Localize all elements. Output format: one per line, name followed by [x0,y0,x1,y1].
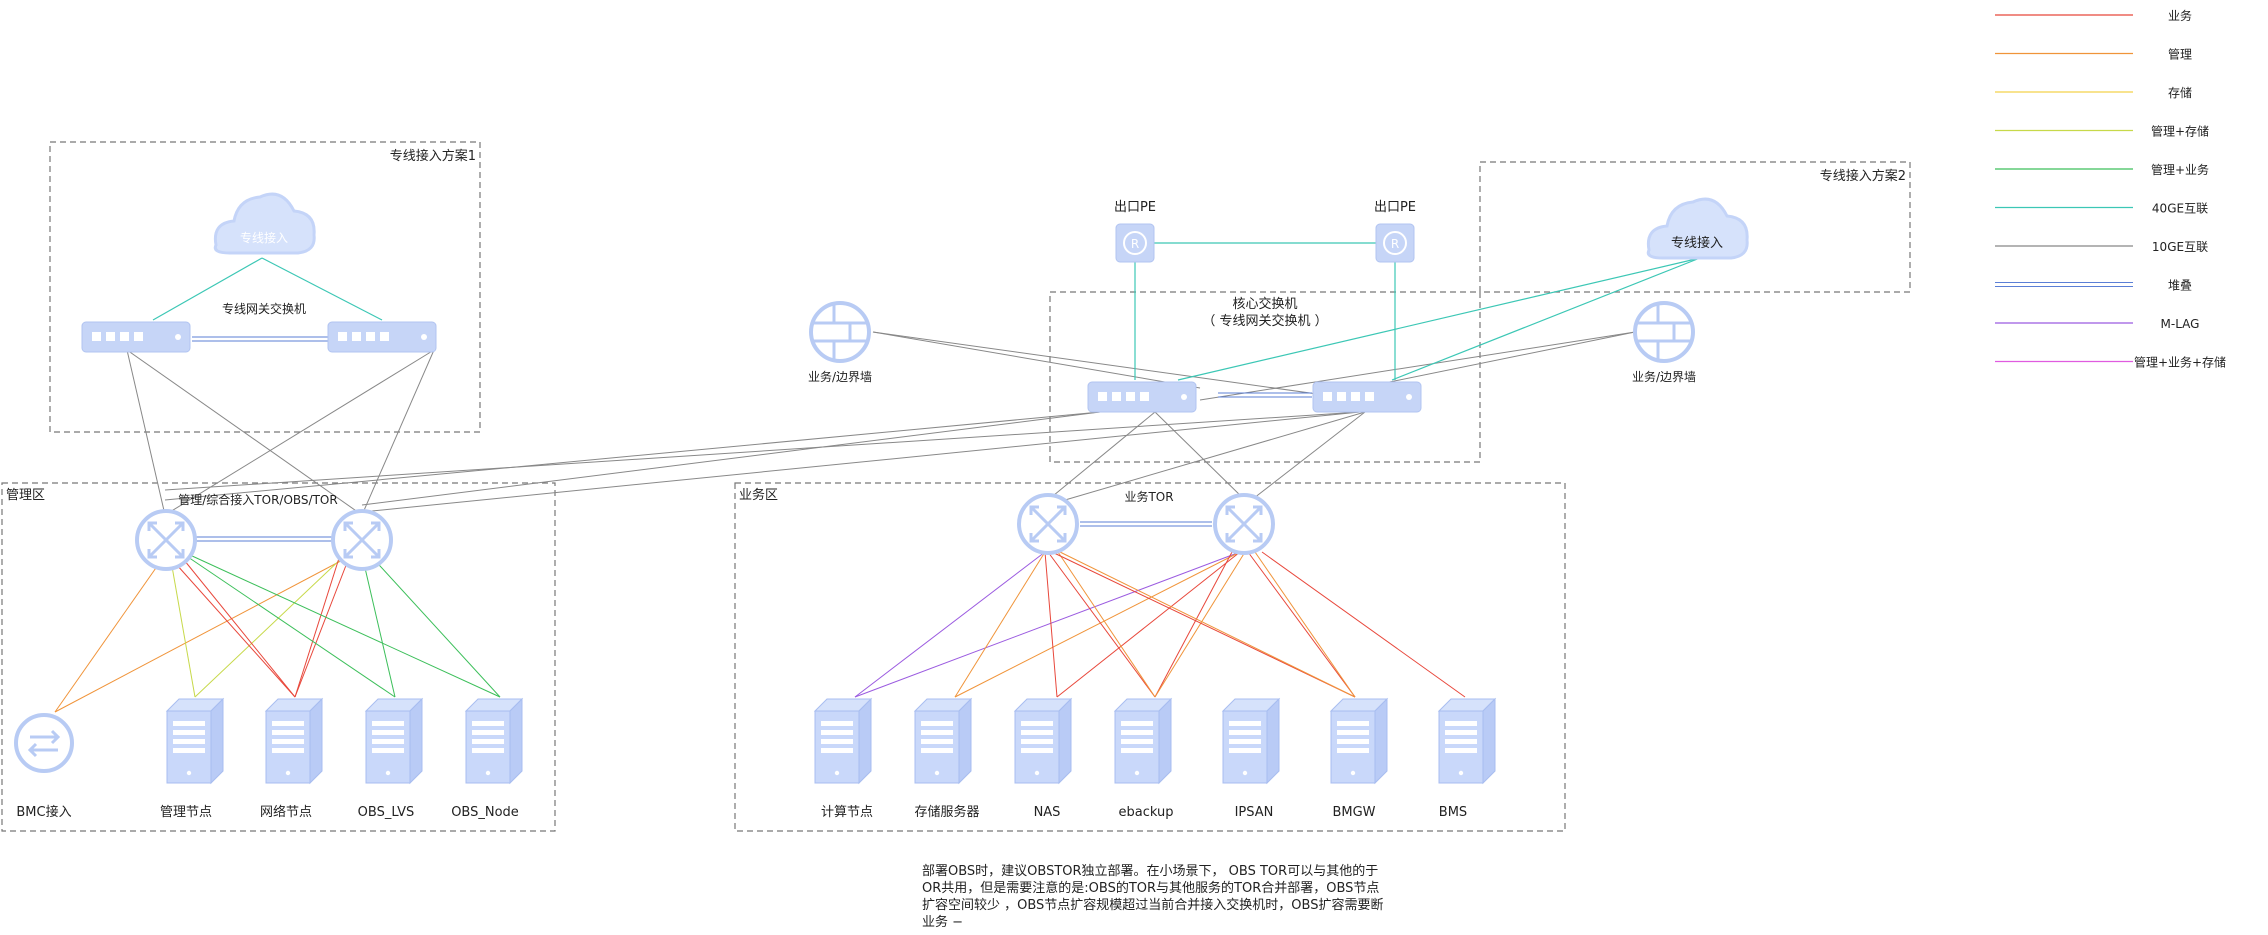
biz-server-label: 计算节点 [821,805,873,820]
bmc-icon [14,713,74,773]
mgmt-servers: 管理节点 网络节点 OBS_LVS OBS_Node [160,698,523,820]
biz-tor-label: 业务TOR [1124,489,1173,504]
links-biz-zone [854,551,1466,698]
links-stack [192,336,1312,542]
server-icon [1014,698,1072,784]
server-icon [1438,698,1496,784]
core-switch-right [1312,381,1422,413]
biz-server-label: 存储服务器 [914,804,979,820]
firewall-right-label: 业务/边界墙 [1632,369,1696,384]
cloud-icon [1646,197,1749,260]
links-40ge [152,242,1701,381]
zone-private-line-2-label: 专线接入方案2 [1820,168,1906,184]
legend-label: 管理+业务+存储 [2134,355,2226,370]
cloud-label-1: 专线接入 [240,230,288,245]
core-switch-label: 核心交换机 [1232,296,1297,312]
gateway-switch-label: 专线网关交换机 [222,301,306,316]
server-icon [166,698,224,784]
biz-tor-left-icon [1017,493,1079,555]
mgmt-server-label: 管理节点 [160,805,212,820]
biz-server-label: NAS [1034,805,1061,820]
server-icon [465,698,523,784]
zone-core-switch [1049,291,1481,463]
zone-private-line-1-label: 专线接入方案1 [390,148,476,164]
server-icon [1222,698,1280,784]
firewall-right-icon [1633,301,1695,363]
firewall-left-label: 业务/边界墙 [808,369,872,384]
links-10ge [126,331,1636,516]
legend-label: 管理+业务 [2151,162,2209,177]
legend-label: 堆叠 [2168,279,2192,293]
legend-label: 存储 [2168,85,2192,100]
biz-tor-right-icon [1213,493,1275,555]
legend-label: 管理+存储 [2151,124,2209,139]
legend-label: 业务 [2168,8,2192,23]
zone-private-line-1 [49,141,481,433]
egress-pe-right-icon [1375,223,1415,263]
biz-server-label: ebackup [1119,805,1174,820]
gateway-switch-right [327,321,437,353]
legend-label: 10GE互联 [2152,240,2208,254]
biz-servers: 计算节点 存储服务器 NAS ebackup IPSAN BMGW BMS [814,698,1496,820]
egress-pe-right-label: 出口PE [1374,200,1416,215]
mgmt-tor-right-icon [331,509,393,571]
server-icon [1114,698,1172,784]
mgmt-server-label: OBS_LVS [358,805,415,820]
core-switch-sublabel: （ 专线网关交换机 ） [1202,313,1327,329]
zone-management-label: 管理区 [6,488,45,503]
cloud-label-2: 专线接入 [1671,235,1723,251]
server-icon [1330,698,1388,784]
links-mgmt-zone [54,554,501,713]
biz-server-label: BMS [1439,805,1467,820]
legend-label: M-LAG [2161,317,2200,331]
zone-business [734,482,1566,832]
firewall-left-icon [809,301,871,363]
egress-pe-left-label: 出口PE [1114,200,1156,215]
deployment-note: 部署OBS时，建议OBSTOR独立部署。在小场景下， OBS TOR可以与其他的… [922,864,1384,930]
mgmt-tor-left-icon [135,509,197,571]
egress-pe-left-icon [1115,223,1155,263]
server-icon [914,698,972,784]
core-switch-left [1087,381,1197,413]
gateway-switch-left [81,321,191,353]
server-icon [365,698,423,784]
server-icon [814,698,872,784]
server-icon [265,698,323,784]
zone-business-label: 业务区 [739,487,778,503]
bmc-label: BMC接入 [16,804,71,820]
biz-server-label: IPSAN [1235,805,1274,820]
cloud-icon [213,192,316,255]
biz-server-label: BMGW [1332,805,1375,820]
legend-label: 管理 [2168,47,2192,62]
mgmt-server-label: 网络节点 [260,804,312,820]
legend-label: 40GE互联 [2152,202,2208,216]
mgmt-tor-label: 管理/综合接入TOR/OBS/TOR [178,492,337,507]
zone-private-line-2 [1479,161,1911,293]
mgmt-server-label: OBS_Node [451,805,519,820]
